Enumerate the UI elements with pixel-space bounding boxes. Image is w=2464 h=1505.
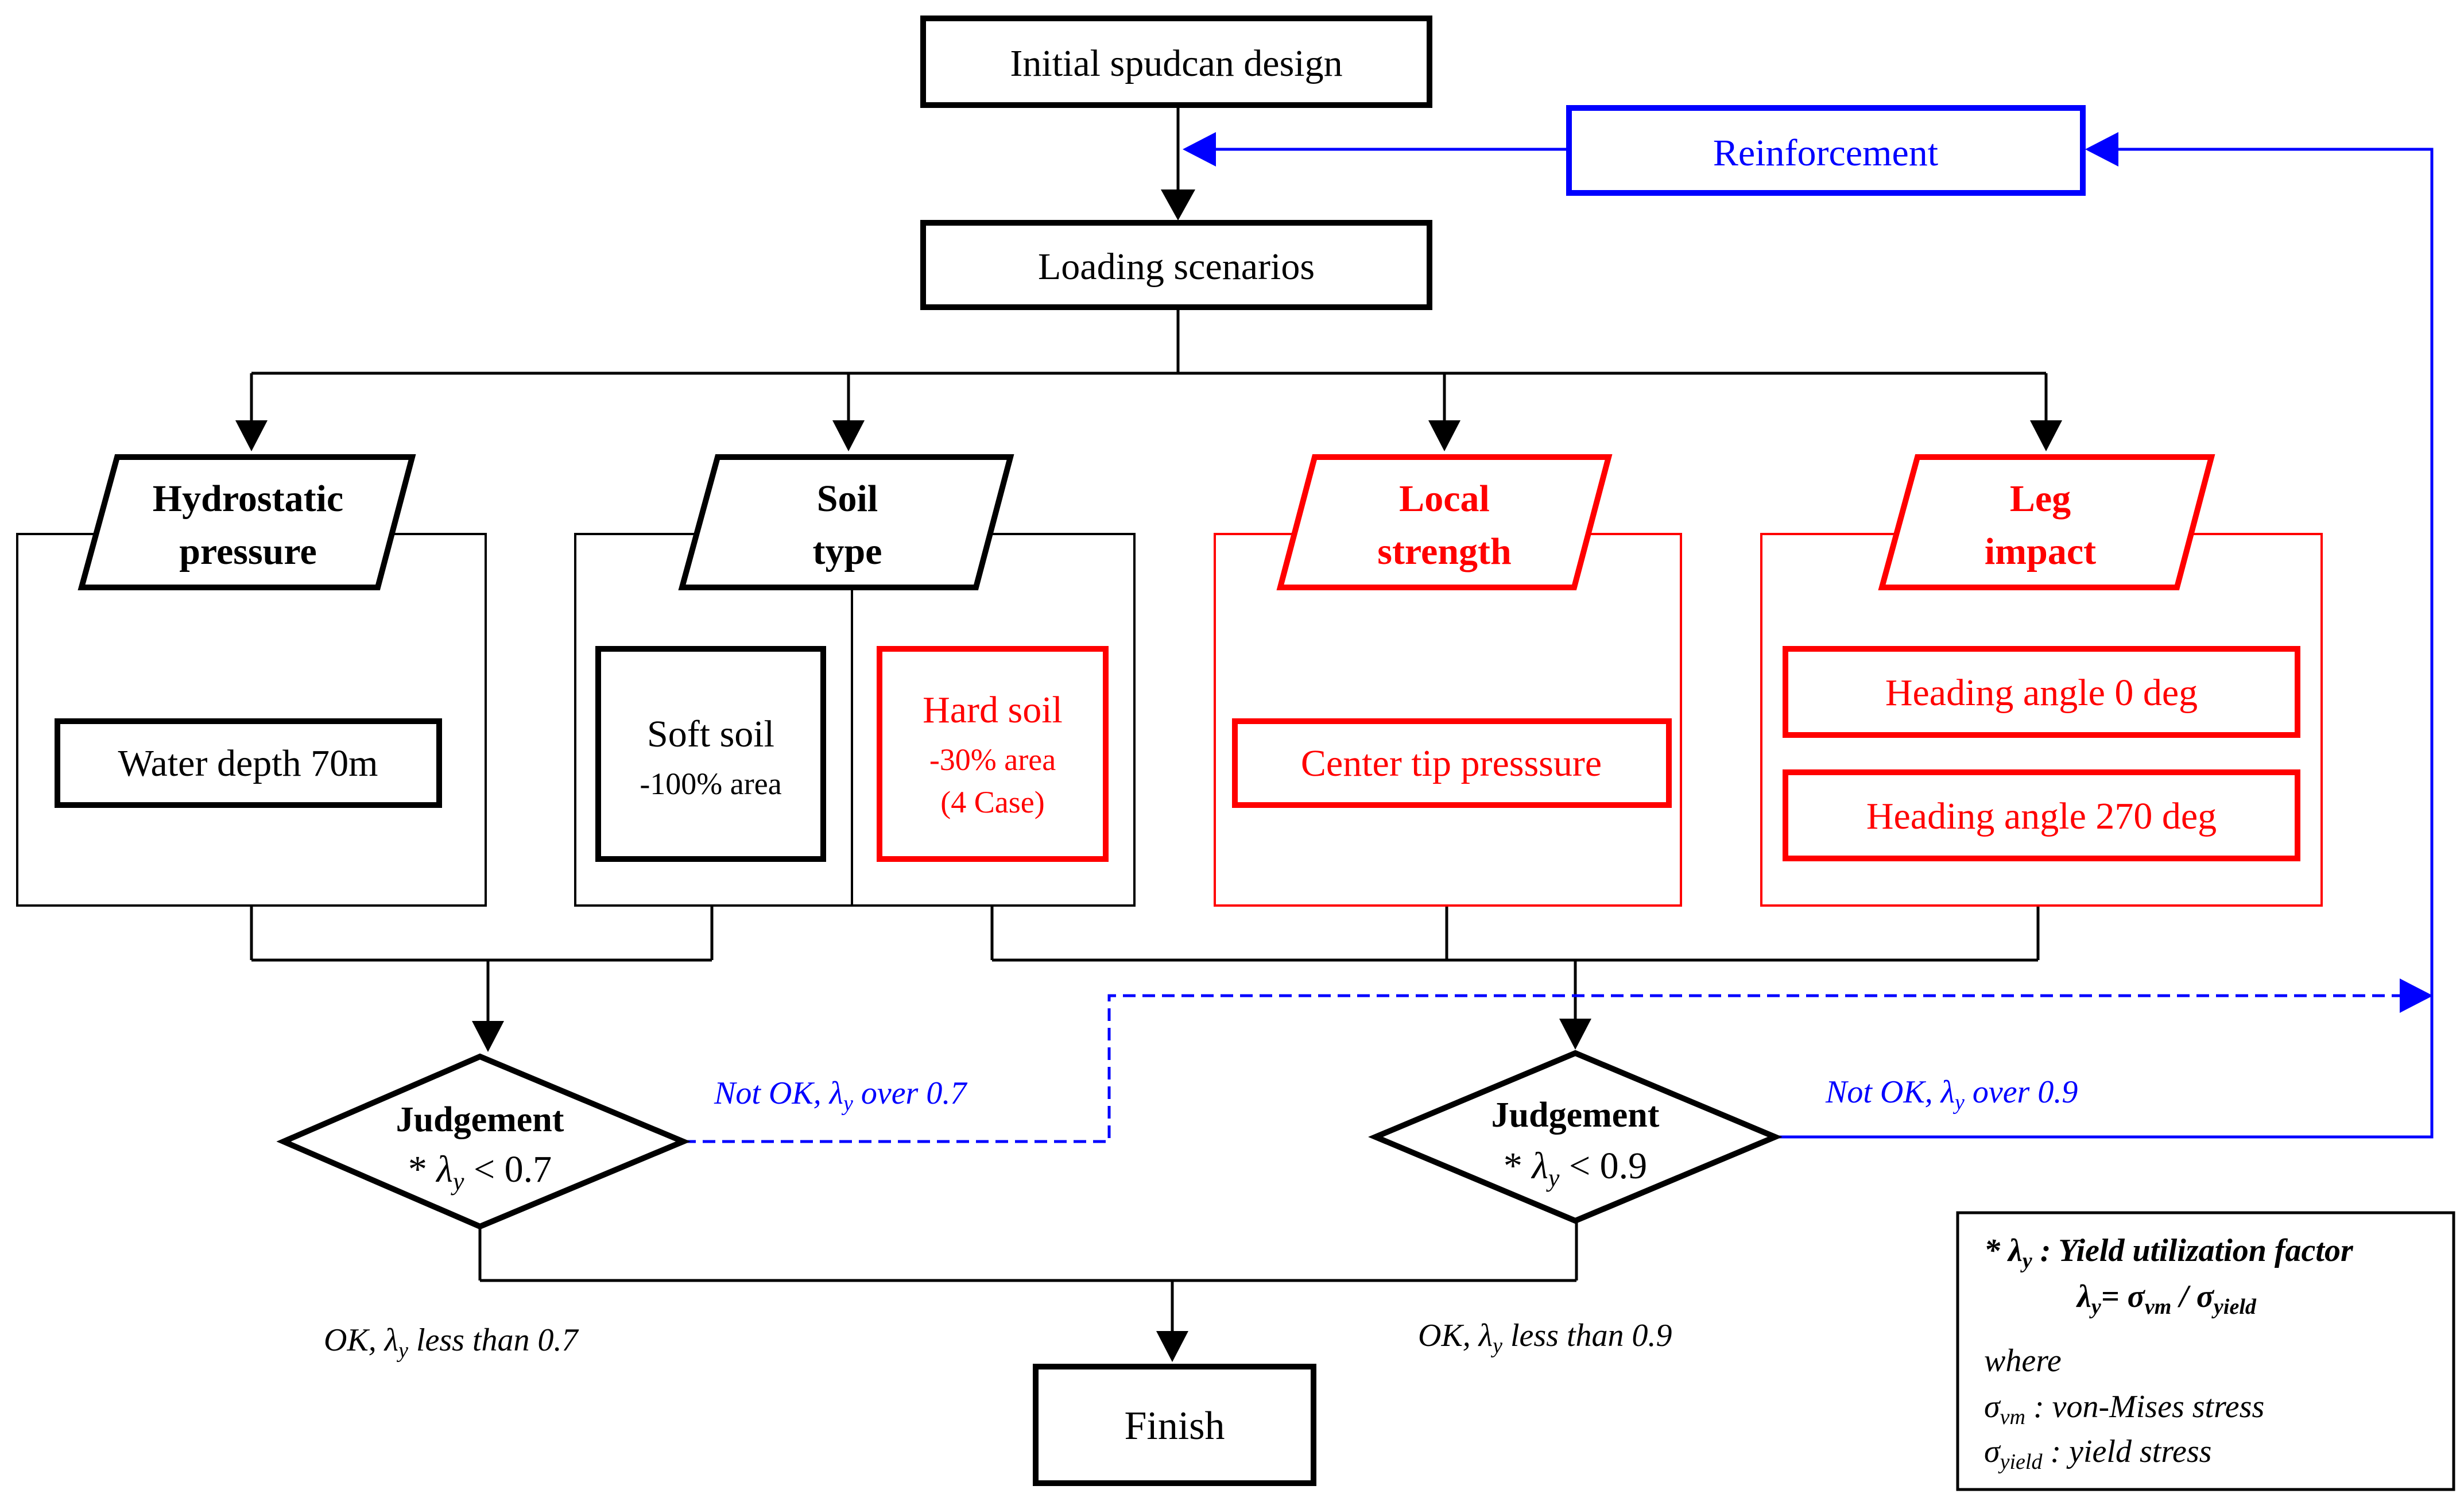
judgement2-condition: * λy < 0.9 bbox=[1504, 1145, 1647, 1192]
local-strength-title-2: strength bbox=[1377, 531, 1511, 572]
legend-yield: σyield : yield stress bbox=[1984, 1434, 2211, 1474]
soft-soil-sub: -100% area bbox=[640, 767, 781, 801]
legend-box bbox=[1956, 1211, 2455, 1491]
connectors bbox=[235, 105, 2434, 1362]
hard-soil-sub: -30% area bbox=[929, 742, 1056, 777]
water-depth-label: Water depth 70m bbox=[118, 742, 378, 784]
heading-0-box bbox=[1783, 646, 2300, 738]
arrowhead bbox=[235, 420, 268, 451]
judgement1-condition: * λy < 0.7 bbox=[408, 1148, 552, 1196]
hard-soil-title: Hard soil bbox=[923, 689, 1063, 731]
notok-label-0.7: Not OK, λy over 0.7 bbox=[714, 1075, 967, 1116]
leg-impact-parallelogram bbox=[1878, 454, 2215, 590]
arrowhead bbox=[2030, 420, 2062, 451]
hard-soil-box bbox=[877, 646, 1109, 862]
arrowhead bbox=[1156, 1331, 1188, 1362]
legend-line-1: * λy : Yield utilization factor bbox=[1984, 1233, 2354, 1273]
judgement-diamond-2 bbox=[1368, 1050, 1783, 1224]
reinforcement-box bbox=[1566, 105, 2086, 196]
notok-label-0.9: Not OK, λy over 0.9 bbox=[1825, 1074, 2078, 1115]
judgement-diamond-1 bbox=[276, 1053, 691, 1230]
heading-270-label: Heading angle 270 deg bbox=[1866, 795, 2217, 837]
loading-scenarios-box bbox=[920, 220, 1432, 310]
soft-soil-box bbox=[595, 646, 826, 862]
leg-impact-title-2: impact bbox=[1985, 531, 2096, 572]
arrowhead bbox=[1559, 1019, 1591, 1050]
water-depth-box bbox=[55, 718, 442, 808]
arrowhead-blue bbox=[2085, 132, 2118, 167]
reinforcement-label: Reinforcement bbox=[1713, 132, 1938, 174]
arrowhead-blue bbox=[1183, 132, 1216, 167]
notok-path-0.7 bbox=[683, 994, 2400, 1143]
local-strength-title: Local bbox=[1399, 478, 1490, 520]
hydrostatic-title-2: pressure bbox=[179, 531, 317, 572]
finish-label: Finish bbox=[1124, 1404, 1225, 1448]
ok-label-0.9: OK, λy less than 0.9 bbox=[1418, 1318, 1672, 1358]
heading-0-label: Heading angle 0 deg bbox=[1885, 672, 2198, 714]
arrowhead bbox=[472, 1021, 504, 1052]
local-strength-parallelogram bbox=[1276, 454, 1613, 590]
soft-soil-title: Soft soil bbox=[647, 713, 774, 755]
ok-label-0.7: OK, λy less than 0.7 bbox=[324, 1322, 579, 1363]
notok-path-0.9 bbox=[1775, 148, 2434, 1139]
judgement2-title: Judgement bbox=[1491, 1096, 1660, 1135]
soil-type-title: Soil bbox=[817, 478, 878, 520]
initial-design-box bbox=[920, 16, 1432, 108]
arrowhead bbox=[1161, 189, 1195, 220]
loading-scenarios-label: Loading scenarios bbox=[1038, 246, 1315, 288]
legend-vm: σvm : von-Mises stress bbox=[1984, 1389, 2264, 1429]
hydrostatic-title: Hydrostatic bbox=[153, 478, 343, 520]
arrowhead bbox=[1428, 420, 1460, 451]
initial-design-label: Initial spudcan design bbox=[1010, 42, 1342, 84]
hydrostatic-parallelogram bbox=[78, 454, 416, 590]
legend-line-2: λy= σvm / σyield bbox=[2076, 1279, 2257, 1319]
legend-where: where bbox=[1984, 1343, 2062, 1379]
hard-soil-cases: (4 Case) bbox=[940, 785, 1044, 819]
heading-270-box bbox=[1783, 769, 2300, 861]
soil-type-parallelogram bbox=[678, 454, 1014, 590]
leg-impact-title: Leg bbox=[2010, 478, 2071, 520]
center-tip-label: Center tip presssure bbox=[1301, 742, 1602, 784]
arrowhead-blue bbox=[2400, 978, 2433, 1013]
finish-box bbox=[1033, 1364, 1316, 1486]
arrowhead bbox=[832, 420, 865, 451]
center-tip-box bbox=[1232, 718, 1672, 808]
judgement1-title: Judgement bbox=[396, 1100, 564, 1139]
soil-type-title-2: type bbox=[813, 531, 882, 572]
